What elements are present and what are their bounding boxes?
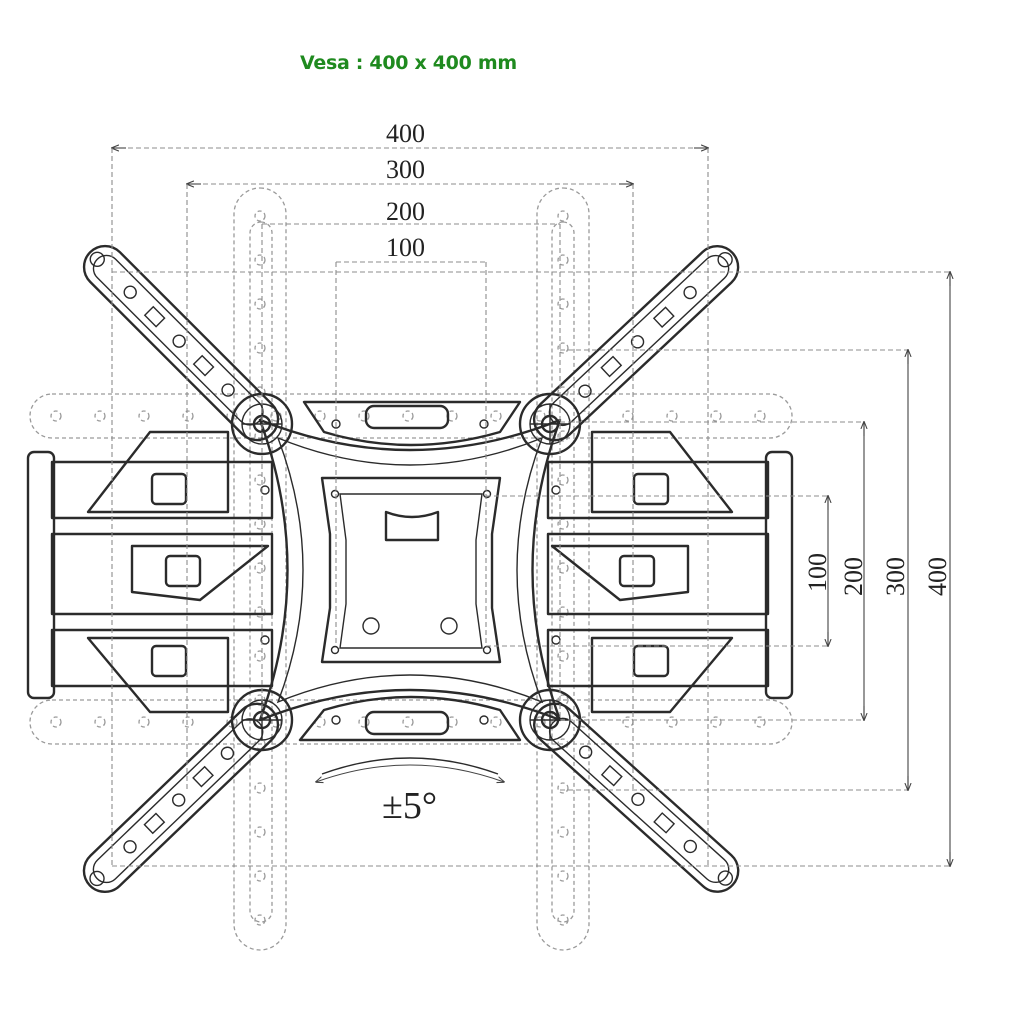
swing-arm-right	[546, 430, 794, 714]
dim-label-100-vertical: 100	[803, 553, 832, 592]
dim-label-300-horizontal: 300	[386, 155, 425, 184]
dim-label-200-horizontal: 200	[386, 197, 425, 226]
center-plate	[258, 400, 562, 742]
dim-label-300-vertical: 300	[881, 557, 910, 596]
dim-label-200-vertical: 200	[839, 557, 868, 596]
dim-label-400-vertical: 400	[923, 557, 952, 596]
arm-bottom-right	[518, 688, 740, 893]
swing-arm-left	[26, 430, 274, 714]
tilt-label: ±5°	[382, 785, 437, 827]
dim-label-100-horizontal: 100	[386, 233, 425, 262]
ghost-rails	[29, 187, 793, 951]
tilt-indicator: ±5°	[316, 757, 504, 827]
dimension-lines	[112, 148, 950, 866]
vesa-title: Vesa : 400 x 400 mm	[300, 52, 517, 74]
arm-top-right	[518, 245, 740, 456]
dim-label-400-horizontal: 400	[386, 119, 425, 148]
arm-top-left	[82, 244, 294, 456]
arm-bottom-left	[82, 688, 294, 894]
